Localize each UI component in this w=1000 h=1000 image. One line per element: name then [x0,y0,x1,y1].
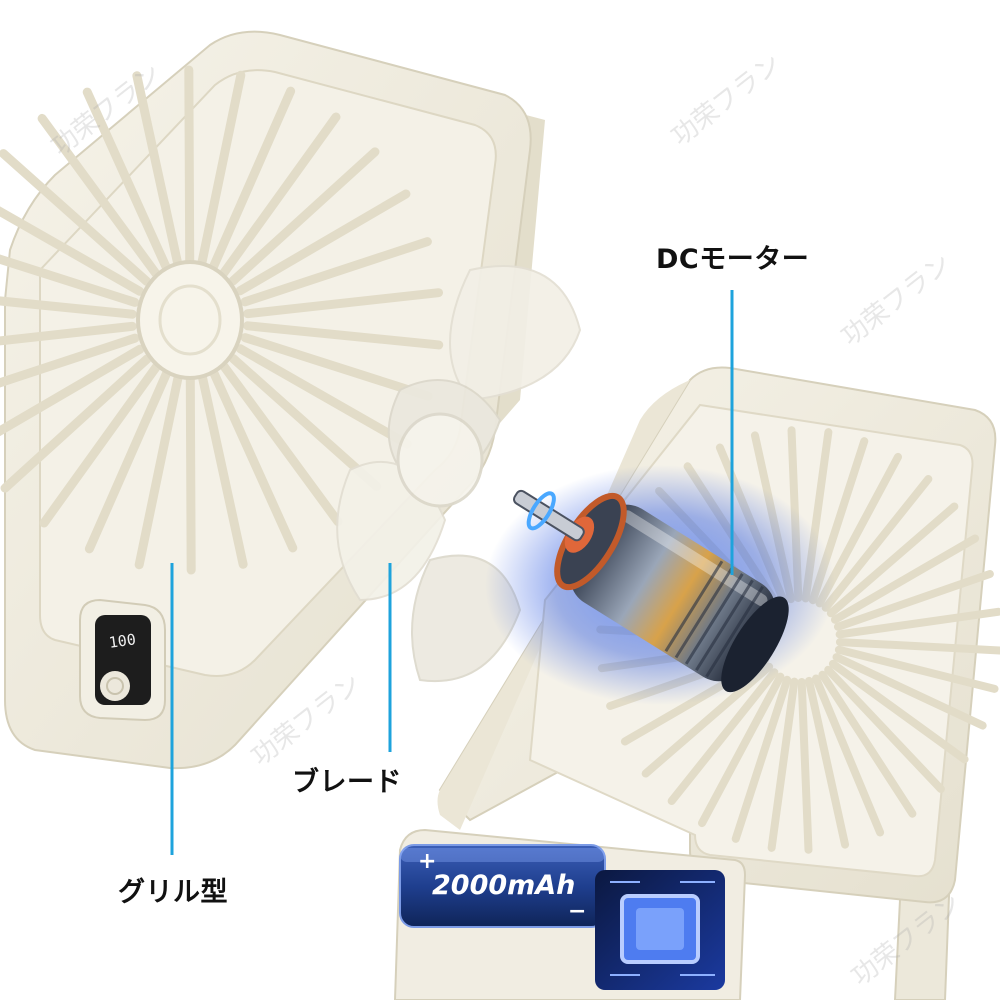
grill-spoke [805,676,850,849]
grill-spoke [834,645,999,693]
grill-spoke [208,86,296,272]
left-fan-hub [136,260,244,380]
grill-spoke [767,677,799,852]
grill-spoke [219,112,341,278]
grill-spoke [835,607,1000,639]
grill-spoke [82,87,171,272]
grill-spoke [243,288,444,319]
grill-spoke [243,321,444,350]
grill-spoke [0,344,145,437]
dc-motor-illustration [485,465,835,705]
blade-label: ブレード [292,767,402,798]
battery-capacity-label: 2000mAh [432,870,575,901]
left-grill-spokes [0,65,444,575]
grill-spoke [84,368,172,554]
grill-spoke [209,368,298,553]
grill-spoke [833,570,994,631]
motor-casing [570,504,776,682]
grill-spoke [235,344,412,449]
grill-spoke [812,674,885,837]
grill-spoke [0,321,137,346]
power-button[interactable] [100,671,130,701]
grill-spoke [132,71,183,268]
grill-spoke [228,354,382,491]
grill-spoke [184,65,195,267]
display-reading: 100 [108,630,137,652]
grill-spoke [197,372,248,569]
grill-spoke [667,668,779,806]
grill-spoke [824,665,945,794]
grill-spoke [134,372,183,570]
battery-plus-sign: + [418,849,436,874]
grill-spoke [219,362,343,527]
grill-spoke [37,113,161,278]
dc-motor-label: DCモーター [656,244,810,275]
grill-spoke [818,670,917,818]
grill-spoke [831,534,980,624]
battery-illustration: + − 2000mAh [399,844,725,990]
fan-blades [336,265,582,683]
callout-lines [170,290,734,855]
grill-spoke [797,677,813,854]
grill-spoke [197,70,246,268]
grill-type-label: グリル型 [118,877,228,908]
grill-spoke [235,189,411,296]
grill-spoke [0,206,145,296]
battery-minus-sign: − [568,899,586,924]
grill-spoke [0,254,140,307]
grill-spoke [39,362,161,528]
grill-spoke [0,354,152,493]
grill-spoke [731,675,792,843]
grill-spoke [828,659,969,764]
grill-spoke [698,672,785,828]
grill-spoke [185,373,196,575]
grill-spoke [832,653,987,730]
grill-spoke [835,638,1000,655]
grill-spoke [0,333,140,388]
grill-spoke [240,333,433,401]
grill-spoke [228,147,380,286]
grill-spoke [0,296,137,319]
grill-spoke [826,502,959,618]
grill-spoke [0,149,152,286]
grill-spoke [240,237,432,307]
grill-spoke [821,474,933,612]
